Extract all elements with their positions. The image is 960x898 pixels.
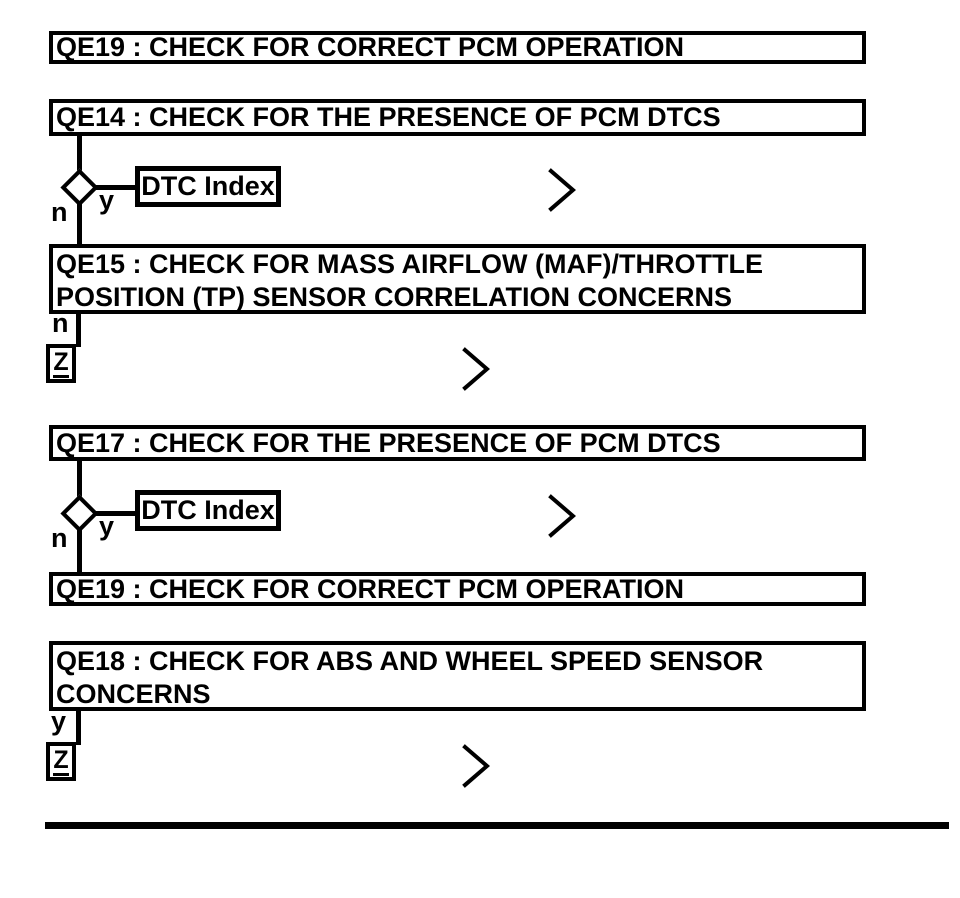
step-label-qe17: QE17 : CHECK FOR THE PRESENCE OF PCM DTC… bbox=[56, 427, 721, 458]
branch-label-no: n bbox=[52, 308, 69, 338]
step-label-qe18: QE18 : CHECK FOR ABS AND WHEEL SPEED SEN… bbox=[56, 646, 764, 709]
step-box-qe18[interactable]: QE18 : CHECK FOR ABS AND WHEEL SPEED SEN… bbox=[49, 641, 866, 711]
z-connector-box[interactable]: Z bbox=[46, 742, 76, 781]
connector-line-vertical bbox=[77, 529, 82, 573]
z-connector-label: Z bbox=[53, 745, 69, 776]
connector-line-vertical bbox=[76, 711, 81, 745]
connector-line-vertical bbox=[76, 314, 81, 347]
branch-label-no: n bbox=[51, 523, 68, 553]
continue-chevron-icon bbox=[548, 168, 576, 212]
dtc-index-link-box[interactable]: DTC Index bbox=[135, 166, 281, 207]
step-box-qe14[interactable]: QE14 : CHECK FOR THE PRESENCE OF PCM DTC… bbox=[49, 99, 866, 136]
connector-line-vertical bbox=[77, 134, 82, 171]
step-box-qe17[interactable]: QE17 : CHECK FOR THE PRESENCE OF PCM DTC… bbox=[49, 425, 866, 461]
connector-line-vertical bbox=[77, 203, 82, 245]
dtc-index-label: DTC Index bbox=[141, 171, 275, 201]
step-label-qe19-top: QE19 : CHECK FOR CORRECT PCM OPERATION bbox=[56, 32, 685, 62]
branch-label-yes: y bbox=[99, 185, 115, 215]
bottom-divider-rule bbox=[45, 822, 949, 829]
continue-chevron-icon bbox=[462, 744, 490, 788]
dtc-index-link-box[interactable]: DTC Index bbox=[135, 490, 281, 531]
z-connector-box[interactable]: Z bbox=[46, 344, 76, 383]
connector-line-horizontal bbox=[96, 185, 137, 190]
step-label-qe19-mid: QE19 : CHECK FOR CORRECT PCM OPERATION bbox=[56, 573, 685, 604]
branch-label-yes: y bbox=[99, 511, 115, 541]
dtc-index-label: DTC Index bbox=[141, 495, 275, 525]
z-connector-label: Z bbox=[53, 347, 69, 378]
connector-line-horizontal bbox=[96, 511, 137, 516]
continue-chevron-icon bbox=[548, 494, 576, 538]
connector-line-vertical bbox=[77, 461, 82, 498]
step-label-qe15: QE15 : CHECK FOR MASS AIRFLOW (MAF)/THRO… bbox=[56, 249, 763, 312]
step-box-qe15[interactable]: QE15 : CHECK FOR MASS AIRFLOW (MAF)/THRO… bbox=[49, 244, 866, 314]
step-box-qe19-top[interactable]: QE19 : CHECK FOR CORRECT PCM OPERATION bbox=[49, 31, 866, 64]
branch-label-no: n bbox=[51, 197, 68, 227]
continue-chevron-icon bbox=[462, 347, 490, 391]
step-box-qe19-mid[interactable]: QE19 : CHECK FOR CORRECT PCM OPERATION bbox=[49, 572, 866, 606]
step-label-qe14: QE14 : CHECK FOR THE PRESENCE OF PCM DTC… bbox=[56, 102, 721, 132]
branch-label-yes: y bbox=[51, 706, 67, 736]
